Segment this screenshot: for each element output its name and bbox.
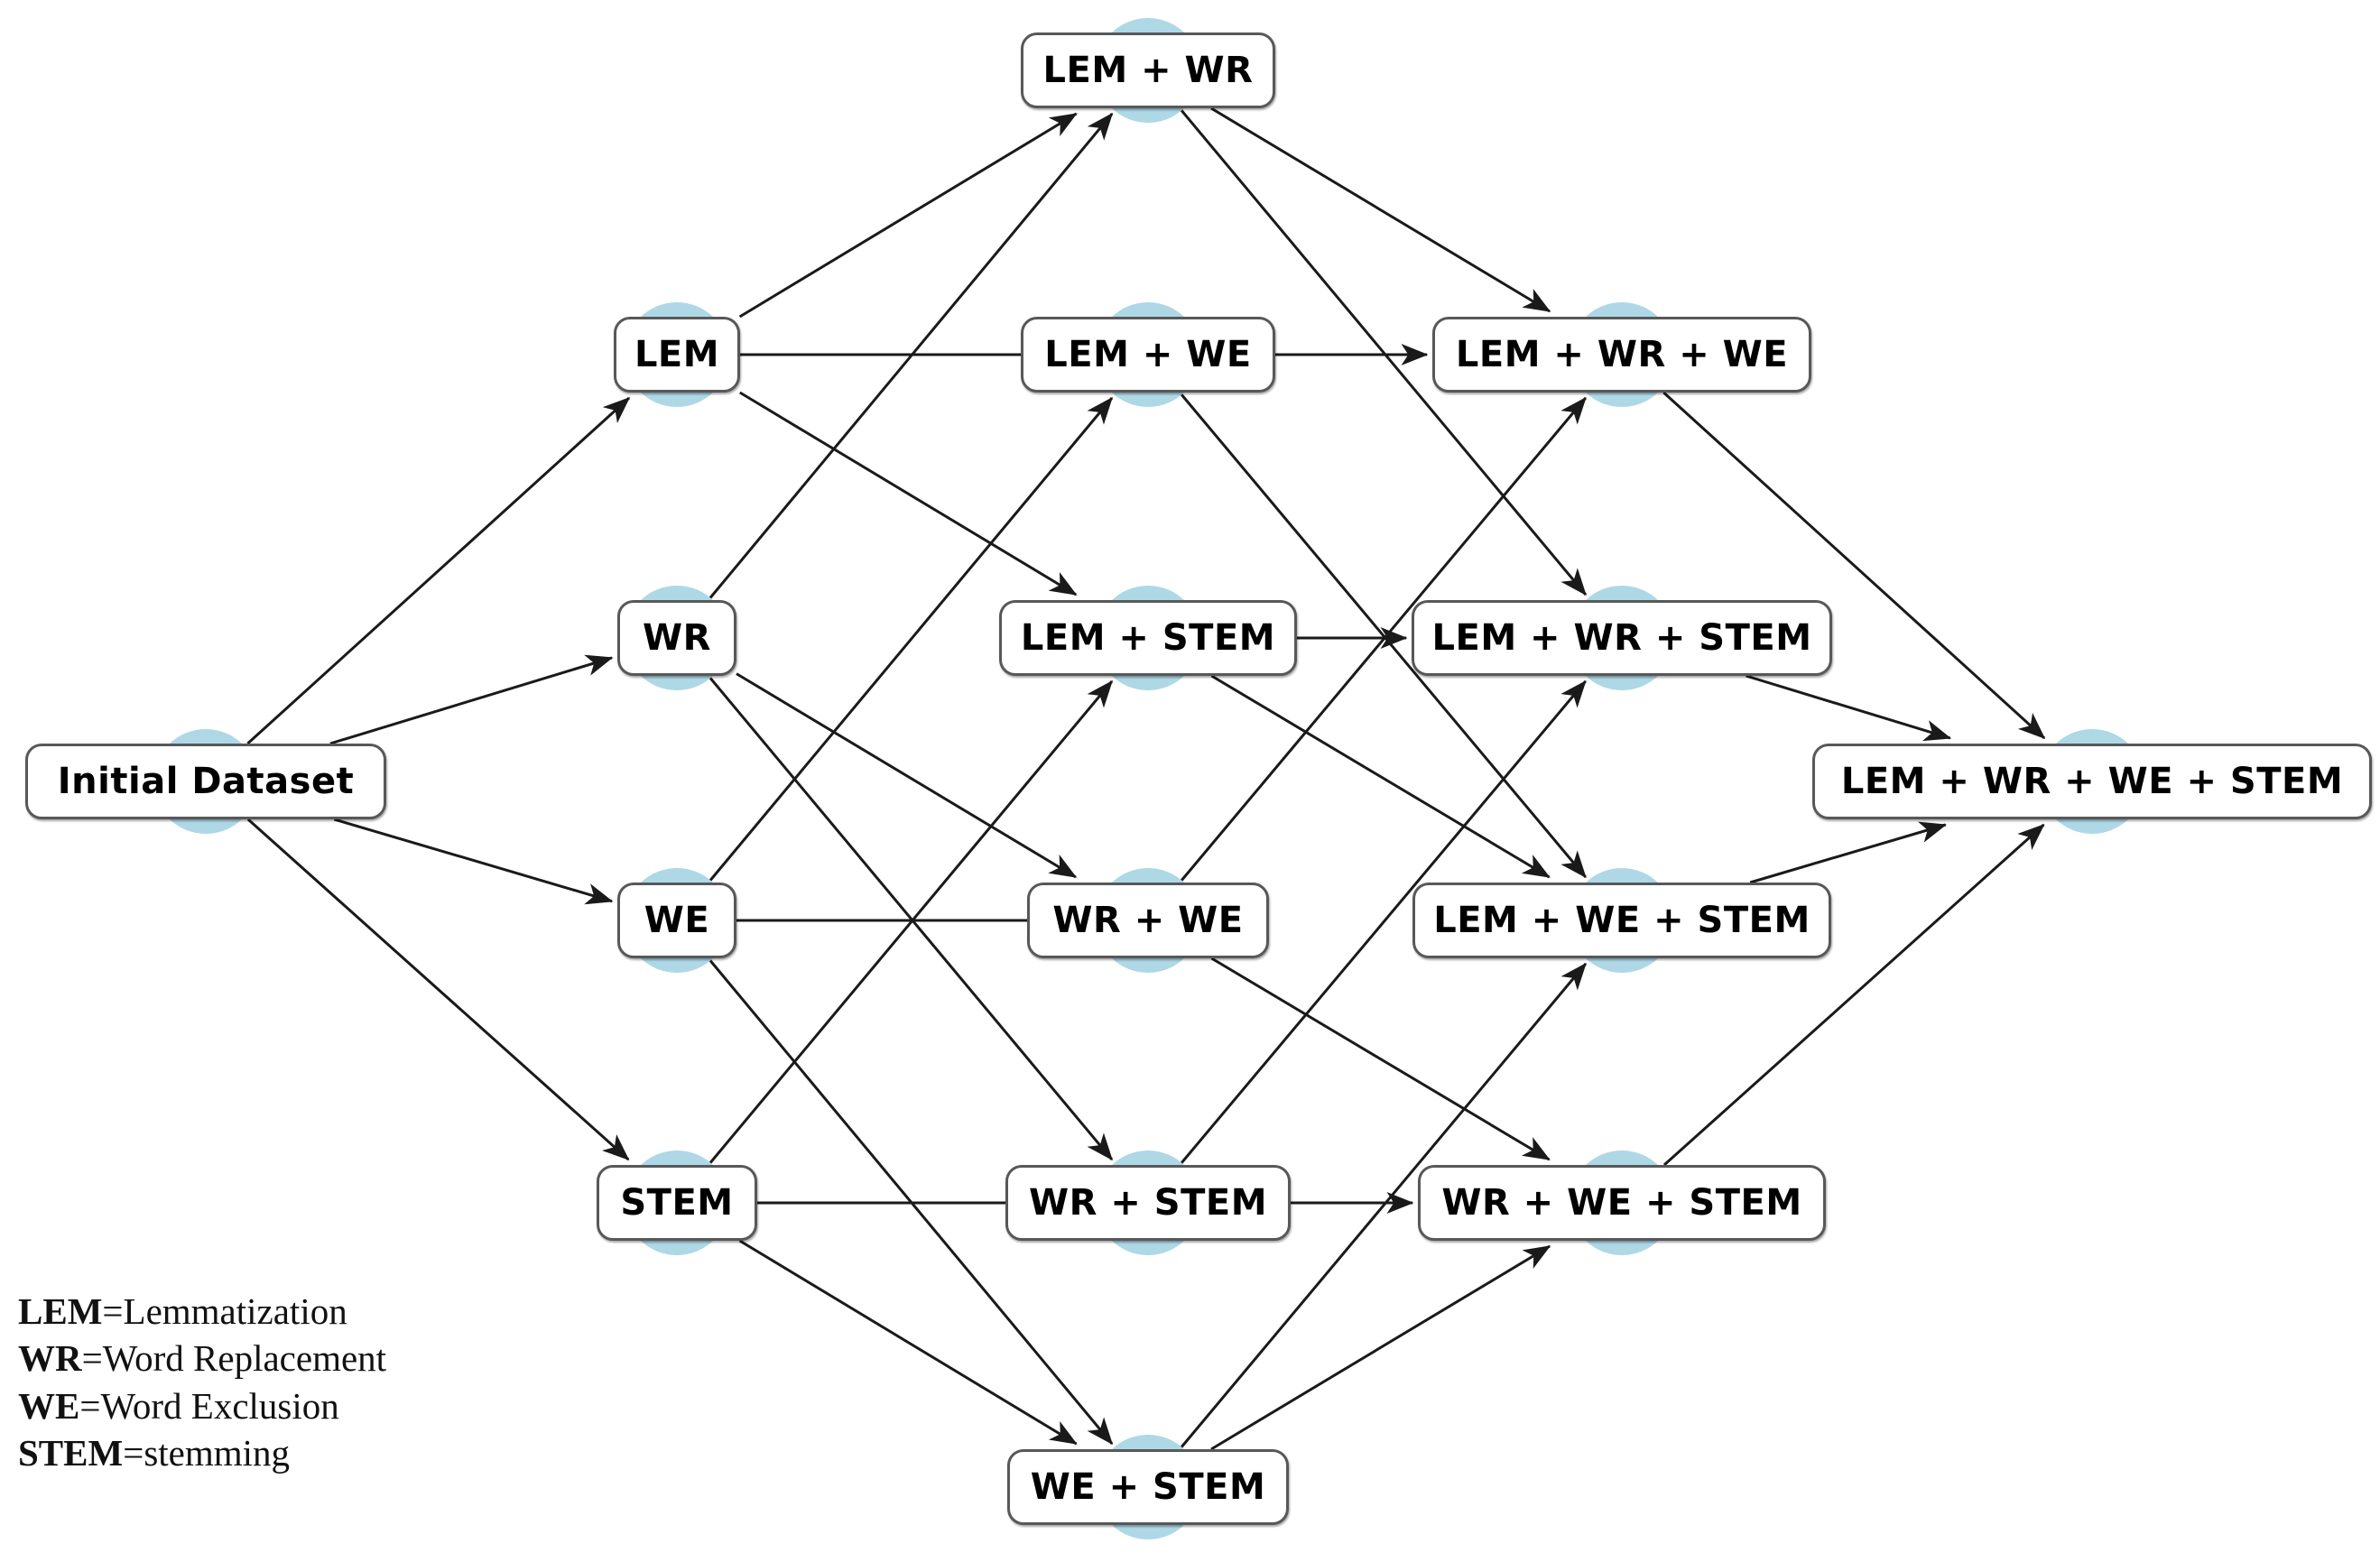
node-label: LEM + WR + WE + STEM: [1840, 761, 2344, 802]
legend-abbreviation: STEM: [18, 1432, 124, 1474]
node-label: LEM + WR: [1042, 50, 1254, 91]
node-label: WR + STEM: [1028, 1182, 1267, 1224]
node-box: WR + WE + STEM: [1418, 1165, 1826, 1241]
legend-abbreviation: WE: [18, 1384, 80, 1427]
node-label: WE + STEM: [1030, 1466, 1266, 1508]
node-box: WE + STEM: [1007, 1449, 1289, 1525]
node-box: Initial Dataset: [25, 744, 386, 819]
node-box: STEM: [597, 1165, 757, 1241]
node-lem_wr_we[interactable]: LEM + WR + WE: [1432, 302, 1811, 407]
node-wr_we_stem[interactable]: WR + WE + STEM: [1418, 1151, 1826, 1255]
node-stem[interactable]: STEM: [597, 1151, 757, 1255]
node-label: WE: [644, 900, 710, 941]
node-box: LEM: [614, 317, 740, 393]
node-label: LEM: [634, 334, 720, 375]
legend-abbreviation: WR: [18, 1337, 82, 1380]
node-label: WR: [643, 617, 711, 659]
legend-definition: =Word Exclusion: [79, 1384, 339, 1427]
legend-item-wr: WR=Word Replacement: [18, 1335, 386, 1382]
node-label: LEM + WR + WE: [1455, 334, 1789, 375]
node-all[interactable]: LEM + WR + WE + STEM: [1812, 729, 2372, 834]
node-label: WR + WE + STEM: [1441, 1182, 1802, 1224]
node-we[interactable]: WE: [617, 868, 736, 973]
node-box: LEM + WR: [1021, 32, 1275, 108]
node-box: WR: [617, 600, 736, 676]
legend-abbreviation: LEM: [18, 1290, 103, 1332]
node-box: LEM + STEM: [999, 600, 1297, 676]
node-lem_wr_stem[interactable]: LEM + WR + STEM: [1412, 586, 1832, 690]
node-wr[interactable]: WR: [617, 586, 736, 690]
node-wr_stem[interactable]: WR + STEM: [1005, 1151, 1291, 1255]
node-wr_we[interactable]: WR + WE: [1027, 868, 1269, 973]
legend-definition: =Word Replacement: [81, 1337, 387, 1380]
node-box: LEM + WE + STEM: [1412, 883, 1831, 958]
node-label: LEM + WR + STEM: [1431, 617, 1812, 659]
node-box: WE: [617, 883, 736, 958]
node-label: Initial Dataset: [57, 761, 355, 802]
node-label: STEM: [620, 1182, 734, 1224]
node-box: WR + STEM: [1005, 1165, 1291, 1241]
node-box: LEM + WR + STEM: [1412, 600, 1832, 676]
legend-item-stem: STEM=stemming: [18, 1429, 386, 1476]
node-label: WR + WE: [1052, 900, 1244, 941]
legend-item-lem: LEM=Lemmatization: [18, 1288, 386, 1335]
legend-item-we: WE=Word Exclusion: [18, 1382, 386, 1429]
legend-definition: =stemming: [123, 1432, 291, 1474]
node-initial[interactable]: Initial Dataset: [25, 729, 386, 834]
node-lem[interactable]: LEM: [614, 302, 740, 407]
legend-definition: =Lemmatization: [102, 1290, 347, 1332]
node-label: LEM + WE: [1044, 334, 1252, 375]
node-we_stem[interactable]: WE + STEM: [1007, 1435, 1289, 1539]
node-lem_wr[interactable]: LEM + WR: [1021, 18, 1275, 123]
node-label: LEM + WE + STEM: [1433, 900, 1810, 941]
node-lem_we_stem[interactable]: LEM + WE + STEM: [1412, 868, 1831, 973]
node-box: LEM + WR + WE: [1432, 317, 1811, 393]
node-lem_stem[interactable]: LEM + STEM: [999, 586, 1297, 690]
node-box: WR + WE: [1027, 883, 1269, 958]
node-box: LEM + WR + WE + STEM: [1812, 744, 2372, 819]
node-box: LEM + WE: [1021, 317, 1275, 393]
node-lem_we[interactable]: LEM + WE: [1021, 302, 1275, 407]
node-label: LEM + STEM: [1020, 617, 1276, 659]
